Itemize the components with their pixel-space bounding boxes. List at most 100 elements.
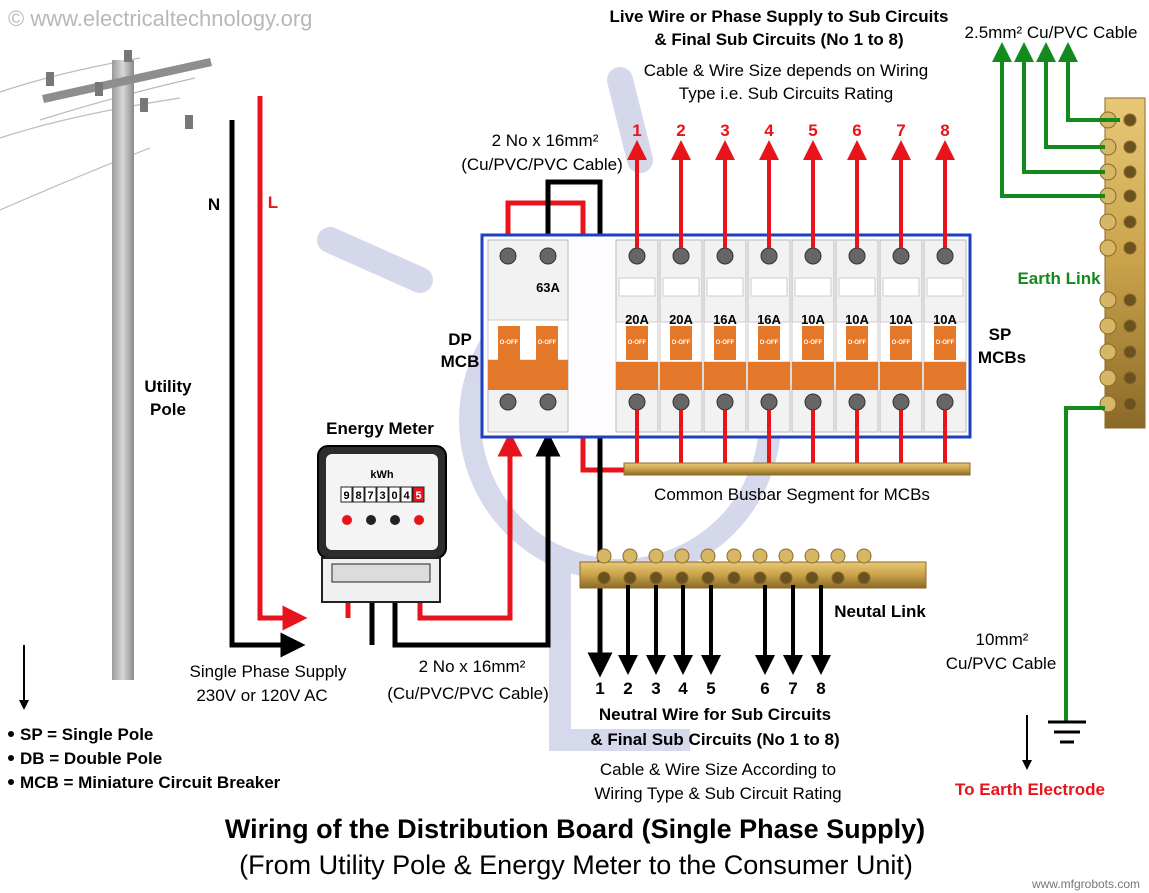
- neutral-circuit-number: 1: [595, 679, 604, 698]
- utility-pole: [0, 50, 212, 680]
- terminal-screw: [648, 548, 664, 564]
- utility-pole-label-1: Utility: [144, 377, 192, 396]
- watermark-bottom: www.mfgrobots.com: [1031, 877, 1140, 891]
- neutral-circuit-number: 5: [706, 679, 715, 698]
- terminal-screw: [622, 548, 638, 564]
- sp-mcb-off-text: O-OFF: [936, 340, 955, 346]
- terminal-hole: [1123, 397, 1137, 411]
- meter-digit: 0: [391, 490, 397, 502]
- live-heading-2: & Final Sub Circuits (No 1 to 8): [654, 30, 903, 49]
- sp-mcb-rating: 20A: [669, 312, 693, 327]
- earth-link-terminals: [1099, 111, 1137, 413]
- meter-digit-cell: [388, 486, 401, 503]
- neutral-circuit-number: 2: [623, 679, 632, 698]
- neutral-note-1: Cable & Wire Size According to: [600, 760, 836, 779]
- dp-cable-label-2: (Cu/PVC/PVC Cable): [461, 155, 623, 174]
- diagram-title: Wiring of the Distribution Board (Single…: [225, 814, 925, 844]
- dp-mcb-rating: 63A: [536, 280, 560, 295]
- terminal-hole: [649, 571, 663, 585]
- terminal-screw: [1099, 317, 1117, 335]
- sp-mcb-rating: 10A: [933, 312, 957, 327]
- neutral-circuit-number: 6: [760, 679, 769, 698]
- dp-live-output-wire: [505, 200, 625, 473]
- terminal-screw: [1099, 369, 1117, 387]
- terminal-hole: [1123, 345, 1137, 359]
- terminal-hole: [857, 571, 871, 585]
- live-note-1: Cable & Wire Size depends on Wiring: [644, 61, 928, 80]
- meter-digit-cell: [412, 486, 425, 503]
- common-busbar: [623, 462, 971, 476]
- watermark-top: © www.electricaltechnology.org: [8, 6, 312, 31]
- neutral-heading-2: & Final Sub Circuits (No 1 to 8): [590, 730, 839, 749]
- live-circuit-number: 4: [764, 121, 774, 140]
- sp-mcb-group: O-OFF20A1O-OFF20A2O-OFF16A3O-OFF16A4O-OF…: [615, 121, 967, 463]
- terminal-screw: [1099, 291, 1117, 309]
- dp-mcb-label-2: MCB: [441, 352, 480, 371]
- sp-mcbs-label-2: MCBs: [978, 348, 1026, 367]
- sp-mcb-rating: 10A: [845, 312, 869, 327]
- terminal-hole: [623, 571, 637, 585]
- terminal-screw: [726, 548, 742, 564]
- main-earth-wire: [1064, 406, 1105, 722]
- dp-off-text-1: O-OFF: [500, 340, 519, 346]
- terminal-screw: [596, 548, 612, 564]
- terminal-hole: [1123, 241, 1137, 255]
- meter-digit: 9: [343, 490, 349, 502]
- meter-digit-cell: [400, 486, 413, 503]
- legend-item-mcb: MCB = Miniature Circuit Breaker: [20, 773, 281, 792]
- sp-mcb-off-text: O-OFF: [672, 340, 691, 346]
- meter-digit: 4: [403, 490, 410, 502]
- earth-wire-4: [992, 42, 1105, 198]
- energy-meter-unit: kWh: [370, 469, 394, 481]
- meter-cable-label-2: (Cu/PVC/PVC Cable): [387, 684, 549, 703]
- live-supply-wire: [257, 96, 308, 631]
- terminal-hole: [779, 571, 793, 585]
- live-circuit-number: 7: [896, 121, 905, 140]
- busbar-label: Common Busbar Segment for MCBs: [654, 485, 930, 504]
- terminal-hole: [1123, 189, 1137, 203]
- live-meter-to-mcb-wire: [417, 431, 523, 621]
- terminal-screw: [674, 548, 690, 564]
- earth-ground-icon: [1048, 720, 1086, 744]
- terminal-hole: [1123, 140, 1137, 154]
- terminal-hole: [1123, 319, 1137, 333]
- terminal-screw: [1099, 213, 1117, 231]
- terminal-screw: [778, 548, 794, 564]
- supply-label-1: Single Phase Supply: [190, 662, 347, 681]
- supply-label-2: 230V or 120V AC: [196, 686, 327, 705]
- neutral-circuit-number: 4: [678, 679, 688, 698]
- terminal-hole: [1123, 371, 1137, 385]
- neutral-heading-1: Neutral Wire for Sub Circuits: [599, 705, 831, 724]
- terminal-hole: [675, 571, 689, 585]
- neutral-circuit-number: 3: [651, 679, 660, 698]
- terminal-hole: [727, 571, 741, 585]
- terminal-screw: [752, 548, 768, 564]
- earth-wire-2: [1036, 42, 1105, 149]
- dp-cable-label-1: 2 No x 16mm²: [492, 131, 599, 150]
- terminal-hole: [831, 571, 845, 585]
- terminal-hole: [1123, 113, 1137, 127]
- meter-digit: 3: [379, 490, 385, 502]
- live-circuit-number: 6: [852, 121, 861, 140]
- legend-item-db: DB = Double Pole: [20, 749, 162, 768]
- neutral-circuit-number: 7: [788, 679, 797, 698]
- earth-link-label: Earth Link: [1017, 269, 1101, 288]
- sp-mcb: O-OFF 10A: [835, 239, 879, 433]
- earth-main-cable-label-2: Cu/PVC Cable: [946, 654, 1057, 673]
- meter-digit-cell: [352, 486, 365, 503]
- meter-digit: 7: [367, 490, 373, 502]
- dp-mcb: O-OFF O-OFF: [487, 239, 569, 433]
- live-circuit-number: 1: [632, 121, 641, 140]
- legend-item-sp: SP = Single Pole: [20, 725, 153, 744]
- terminal-hole: [701, 571, 715, 585]
- sp-mcb-off-text: O-OFF: [848, 340, 867, 346]
- live-heading-1: Live Wire or Phase Supply to Sub Circuit…: [610, 7, 949, 26]
- terminal-hole: [1123, 165, 1137, 179]
